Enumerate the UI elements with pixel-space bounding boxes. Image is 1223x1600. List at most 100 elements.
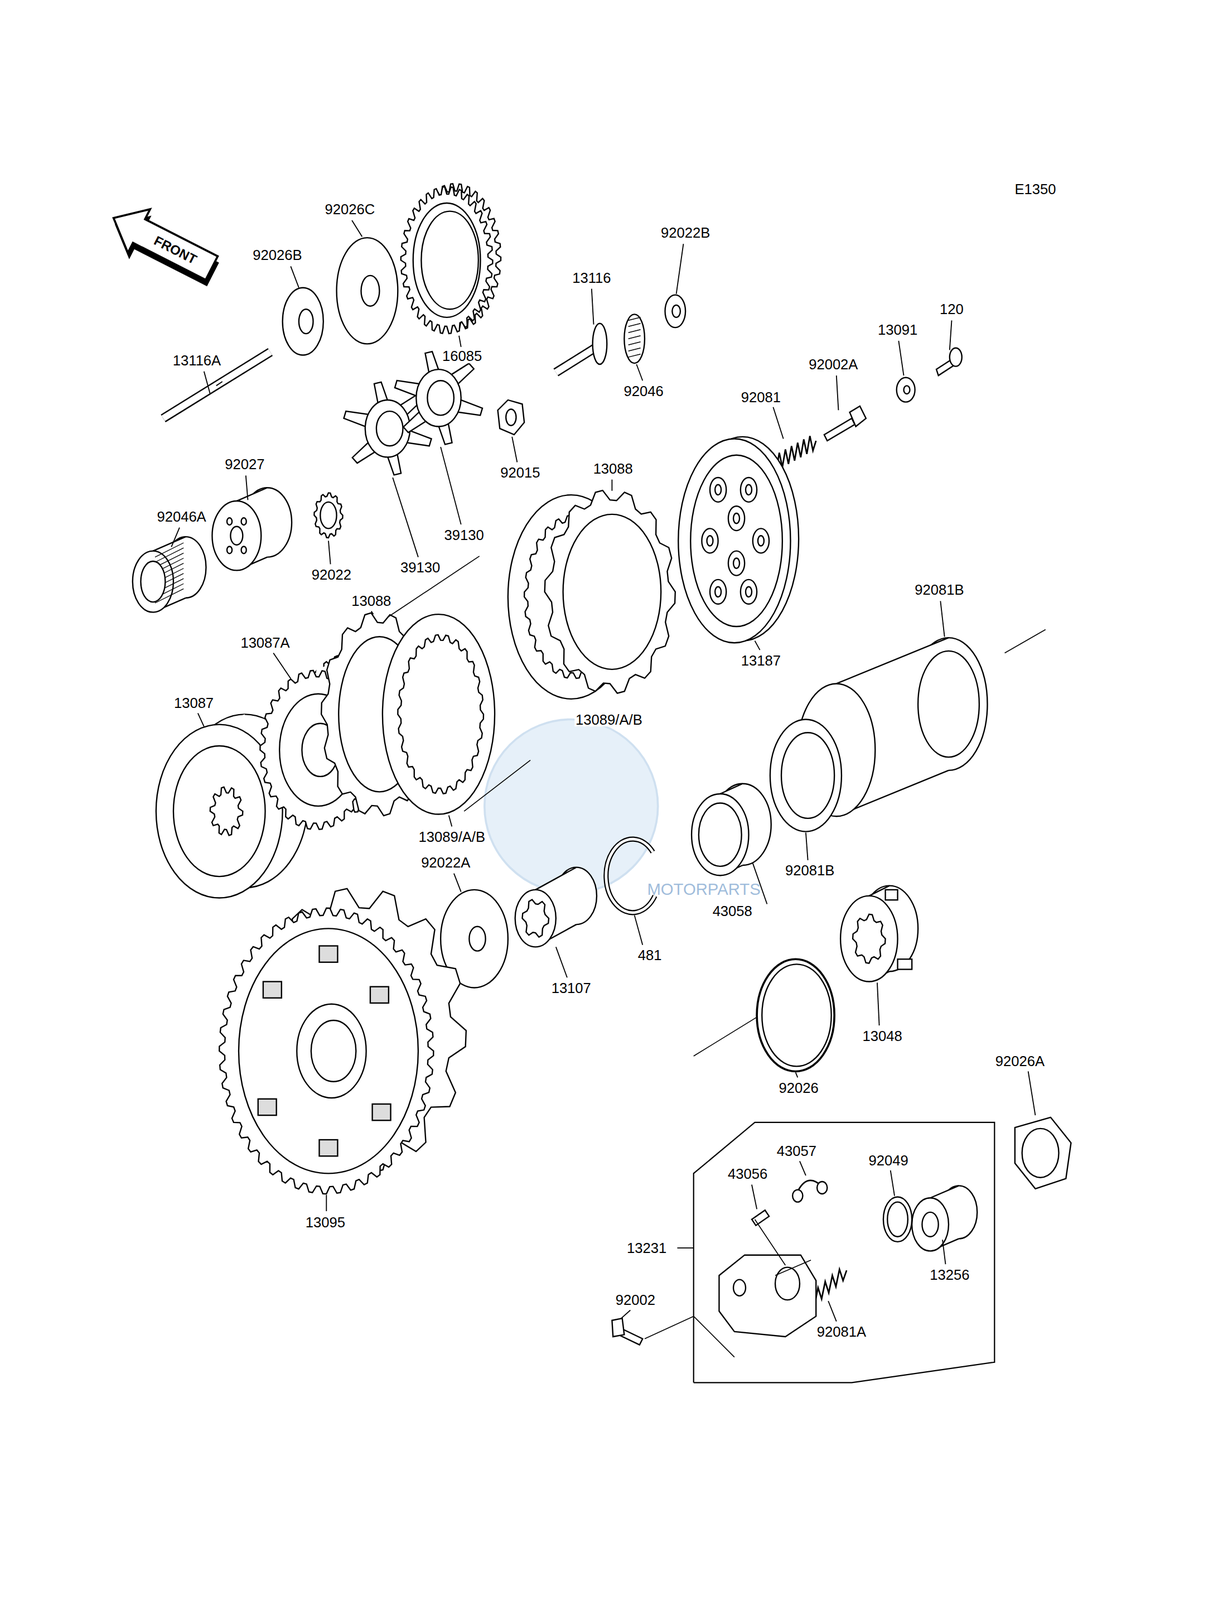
screw-120 bbox=[936, 347, 963, 376]
callout-number: 481 bbox=[636, 947, 663, 963]
washer bbox=[336, 237, 399, 344]
callout-number: 92026 bbox=[777, 1080, 820, 1095]
spring-hole bbox=[714, 586, 722, 597]
callout-number: 13087A bbox=[239, 635, 292, 650]
ring bbox=[770, 718, 842, 831]
callout-number: 92015 bbox=[499, 465, 541, 480]
gear-teeth bbox=[400, 186, 493, 334]
callout-number: 13187 bbox=[740, 653, 782, 668]
leader-line bbox=[1028, 1070, 1036, 1115]
friction-plate-inner bbox=[563, 514, 662, 670]
plate-hole bbox=[376, 411, 404, 446]
callout-number: 43058 bbox=[711, 904, 754, 919]
gear-bore bbox=[413, 202, 481, 318]
callout-number: 13087 bbox=[172, 695, 215, 710]
pin-outline bbox=[163, 351, 271, 419]
bearing-roller bbox=[628, 354, 641, 357]
spring-boss bbox=[709, 579, 727, 604]
callout-number: 43057 bbox=[775, 1143, 818, 1158]
washer bbox=[282, 287, 324, 356]
callout-number: 92081 bbox=[740, 389, 782, 405]
callout-number: 92081B bbox=[784, 862, 836, 878]
guide-spline bbox=[852, 914, 886, 964]
spring-hole bbox=[733, 513, 740, 524]
damper-slot bbox=[372, 1103, 391, 1120]
leader-line bbox=[754, 640, 760, 650]
plate-ring bbox=[365, 399, 410, 457]
leader-line bbox=[949, 320, 952, 350]
washer-hole bbox=[360, 275, 380, 307]
steel-plate-teeth bbox=[397, 634, 484, 794]
callout-number: 92026A bbox=[994, 1053, 1046, 1068]
bearing-roller bbox=[628, 329, 641, 333]
spring-hole bbox=[714, 484, 722, 495]
damper-slot bbox=[318, 1139, 338, 1156]
leader-line bbox=[591, 288, 594, 325]
spring-set-inner bbox=[917, 650, 980, 757]
spring-hole bbox=[707, 535, 714, 546]
callout-number: 13231 bbox=[625, 1240, 668, 1255]
leader-line bbox=[351, 220, 362, 237]
callout-number: 39130 bbox=[443, 527, 486, 543]
screw-head bbox=[949, 347, 963, 367]
shaft-fill bbox=[556, 346, 597, 373]
bolt-shank bbox=[824, 418, 855, 441]
callout-number: 13048 bbox=[861, 1028, 904, 1043]
valve-body bbox=[751, 1209, 770, 1225]
holder bbox=[896, 377, 916, 403]
leader-line bbox=[751, 1183, 757, 1209]
callout-number: 92027 bbox=[224, 456, 267, 472]
leader-line bbox=[836, 375, 839, 410]
bolt-92002 bbox=[611, 1317, 643, 1345]
clutch-housing-13095 bbox=[219, 888, 467, 1194]
bearing-bore bbox=[140, 561, 166, 602]
callout-number: 13088 bbox=[592, 461, 635, 476]
pointer-line bbox=[693, 1315, 735, 1357]
washer-spline bbox=[313, 492, 343, 538]
cylinder-edge bbox=[152, 536, 186, 551]
circlip-481 bbox=[606, 838, 655, 913]
spring-boss bbox=[740, 477, 757, 502]
nut-hole bbox=[505, 408, 516, 425]
leader-line bbox=[805, 832, 809, 860]
cap-43057 bbox=[792, 1180, 828, 1202]
leader-line bbox=[799, 1160, 806, 1176]
cylinder-edge bbox=[930, 1185, 959, 1198]
ring-inner bbox=[781, 732, 835, 819]
o-ring-92026 bbox=[756, 958, 835, 1071]
collar-port bbox=[241, 545, 247, 554]
callout-number: 43056 bbox=[726, 1166, 769, 1181]
steel-plate-13089 bbox=[382, 614, 495, 814]
spring-ring-92081b bbox=[770, 718, 842, 831]
collar-port bbox=[241, 517, 247, 525]
drum-spline bbox=[210, 786, 244, 836]
leader-line bbox=[636, 364, 643, 381]
leader-line bbox=[371, 611, 374, 615]
leader-line bbox=[677, 1246, 694, 1249]
bearing-roller bbox=[628, 341, 641, 345]
shaft-13116 bbox=[556, 323, 607, 373]
collar-port bbox=[226, 545, 232, 554]
axis-line bbox=[387, 556, 480, 618]
spring-boss bbox=[728, 505, 745, 531]
callout-number: 92022B bbox=[659, 225, 712, 240]
friction-plate-13088 bbox=[544, 490, 676, 694]
leader-line bbox=[273, 653, 291, 679]
spring-hole bbox=[745, 586, 752, 597]
callout-number: 13116A bbox=[171, 353, 222, 368]
piston-13256 bbox=[911, 1185, 978, 1251]
drum-inner bbox=[173, 745, 266, 877]
housing-gear bbox=[219, 907, 434, 1194]
spring-boss bbox=[709, 477, 727, 502]
cylinder-edge bbox=[535, 867, 577, 890]
collar-92027 bbox=[211, 487, 292, 570]
gear-16085 bbox=[400, 183, 501, 334]
housing-bore bbox=[311, 1020, 356, 1082]
front-arrow-body bbox=[102, 196, 224, 290]
collar-hole bbox=[230, 526, 243, 545]
damper-slot bbox=[258, 1098, 277, 1115]
gasket bbox=[1014, 1117, 1072, 1189]
leader-line bbox=[877, 982, 880, 1026]
nut-92015 bbox=[498, 399, 525, 435]
spring-boss bbox=[740, 579, 757, 604]
